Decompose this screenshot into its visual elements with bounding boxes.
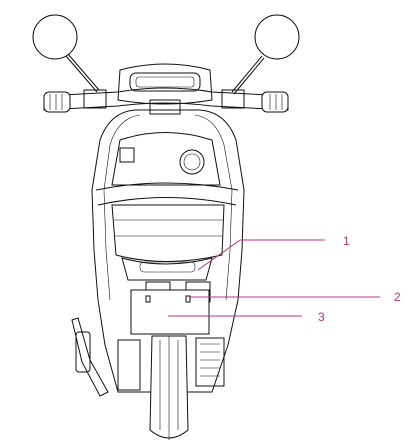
plate-bolt-right	[185, 295, 191, 303]
callout-label-1: 1	[343, 234, 350, 248]
leader-line-1	[197, 239, 241, 271]
right-mirror	[231, 14, 300, 95]
exhaust	[71, 317, 109, 397]
callout-label-2: 2	[394, 290, 401, 304]
callout-label-3: 3	[318, 310, 325, 324]
callout-leaders	[168, 239, 380, 317]
dashboard	[117, 63, 213, 115]
plate-bolt-left	[145, 295, 151, 303]
rear-suspension	[117, 337, 225, 391]
handlebar	[43, 87, 289, 113]
front-body	[91, 109, 245, 393]
left-mirror	[32, 14, 100, 93]
rear-cowl	[111, 204, 225, 281]
rear-tire	[149, 335, 189, 440]
